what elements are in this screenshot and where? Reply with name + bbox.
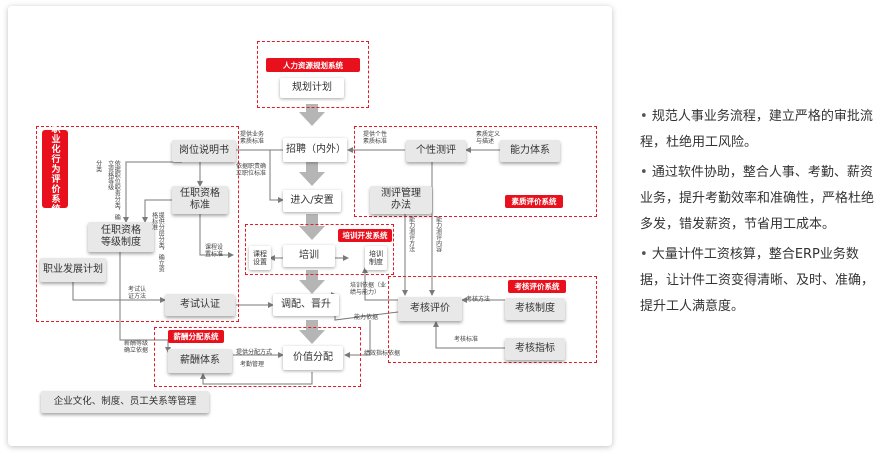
tag-assessment: 考核评价系统 [508,280,566,293]
ann-ability-content: 能力测评内容 [434,216,442,252]
tag-quality: 素质评价系统 [505,195,563,208]
ann-distribution-method: 提供分配方式 [236,349,273,356]
region-salary [154,327,361,387]
region-quality [354,126,597,217]
ann-course-standard: 课程设 置标准 [205,244,224,259]
feature-item: • 通过软件协助，整合人事、考勤、薪资业务，提升考勤效率和准确性，严格杜绝多发，… [640,165,875,232]
box-job-description: 岗位说明书 [172,140,236,162]
ann-salary-level-basis: 薪酬等级 确立依据 [124,340,149,355]
box-appraisal-index: 考核指标 [505,338,565,360]
ann-ability-method: 能力测评方法 [407,216,415,252]
ann-classification-level: 依据职位职责分类，确立资格等级 [106,160,121,220]
ann-classification-standard: 提供分层分类，确立资格标准 [150,212,165,272]
tag-salary: 薪酬分配系统 [168,330,224,343]
box-course-setting: 课程 设置 [249,246,271,270]
box-career-plan: 职业发展计划 [40,258,106,282]
region-training [245,224,394,275]
ann-quality-definition: 素质定义 与描述 [476,131,501,146]
feature-list: • 规范人事业务流程，建立严格的审批流程，杜绝用工风险。 • 通过软件协助，整合… [640,104,876,324]
ann-appraisal-standard: 考核标准 [454,336,479,343]
ann-business-quality-standard: 提供业务 素质标准 [240,131,265,146]
box-training: 培训 [283,245,335,267]
box-value-distribution: 价值分配 [283,346,343,370]
box-test-management: 测评管理 办法 [370,186,432,214]
box-appraisal-system: 考核制度 [505,298,565,320]
tag-training: 培训开发系统 [338,229,392,242]
ann-personality-standard: 提供个性 素质标准 [363,131,388,146]
box-training-system: 培训 制度 [365,246,387,270]
ann-duty-position-standard: 依据职责确 立职位标准 [236,163,267,178]
ann-exam-method: 考试认 证方法 [128,286,147,301]
box-qualification-level: 任职资格 等级制度 [88,222,154,252]
connector-lines [72,104,505,385]
box-competency-system: 能力体系 [500,140,560,162]
ann-classify: 分类 [94,160,102,172]
region-planning [257,41,369,108]
ann-training-basis: 培训依据（业 绩与能力） [350,282,387,297]
ann-appraisal-method: 考核方法 [466,296,491,303]
box-personality-test: 个性测评 [406,140,466,162]
feature-item: • 规范人事业务流程，建立严格的审批流程，杜绝用工风险。 [640,109,873,150]
tag-professional: 职业化行为评价系统 [42,124,68,214]
box-plan: 规划计划 [280,78,344,98]
ann-attendance-management: 考勤管理 [240,361,265,368]
box-recruit: 招聘（内外） [283,138,347,162]
region-professional [36,126,239,322]
box-culture-management: 企业文化、制度、员工关系等管理 [41,391,209,413]
ann-ability-basis: 能力依据 [354,314,379,321]
box-exam-certification: 考试认证 [165,294,235,316]
feature-item: • 大量计件工资核算，整合ERP业务数据，让计件工资变得清晰、及时、准确，提升工… [640,247,875,314]
box-transfer-promotion: 调配、晋升 [273,294,339,316]
ann-performance-index-basis: 绩效指标依据 [364,350,401,357]
box-salary-system: 薪酬体系 [168,349,232,373]
box-placement: 进入/安置 [283,190,341,212]
tag-planning: 人力资源规划系统 [266,58,360,72]
box-qualification-standard: 任职资格 标准 [172,186,228,214]
box-appraisal: 考核评价 [398,297,462,321]
region-assessment [388,276,597,363]
